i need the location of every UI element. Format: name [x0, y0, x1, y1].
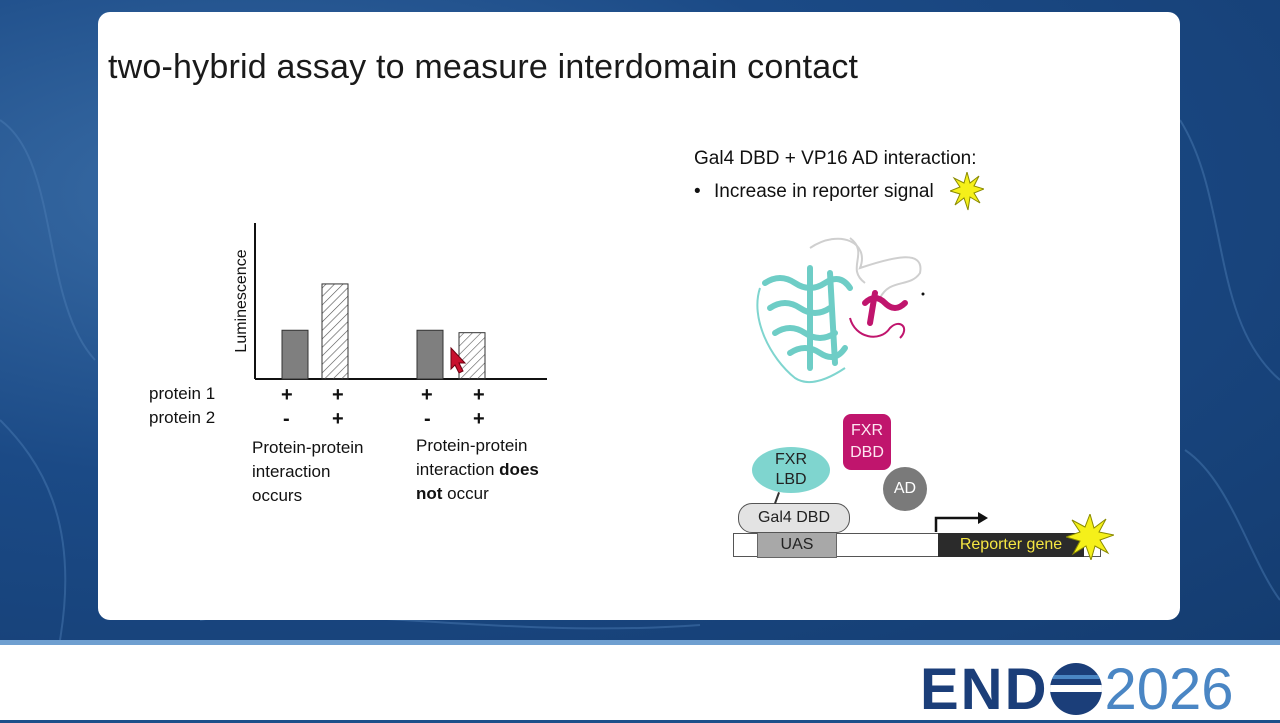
sign-col2-p2: + [332, 408, 344, 430]
starburst-icon [950, 172, 984, 211]
y-axis-label: Luminescence [233, 249, 250, 352]
ad-shape: AD [883, 467, 927, 511]
cursor-pointer-icon [450, 346, 467, 374]
bar-chart: Luminescence [233, 223, 547, 380]
bar-2 [321, 283, 349, 380]
slide-panel: two-hybrid assay to measure interdomain … [98, 12, 1180, 620]
bar-4 [458, 332, 486, 380]
reporter-starburst-icon [1066, 514, 1114, 560]
sign-col1-p1: + [281, 384, 293, 406]
bar-3 [416, 329, 444, 380]
sign-col3-p2: - [424, 408, 431, 430]
background-pattern [0, 119, 1280, 641]
bullet-reporter-signal: •Increase in reporter signal [694, 181, 934, 202]
globe-icon [1050, 663, 1103, 715]
fxr-dbd-shape: FXR DBD [843, 414, 891, 470]
footer-stripe [0, 640, 1280, 648]
transcription-arrow-icon [934, 512, 988, 532]
gal4-dbd-shape: Gal4 DBD [738, 503, 850, 533]
caption-interaction-not-occur: Protein-protein interaction does not occ… [416, 436, 539, 503]
uas-box: UAS [757, 531, 837, 558]
caption-interaction-occurs: Protein-protein interaction occurs [252, 438, 364, 505]
sign-col4-p2: + [473, 408, 485, 430]
sign-col1-p2: - [283, 408, 290, 430]
row-label-protein1: protein 1 [149, 384, 216, 403]
sign-col3-p1: + [421, 384, 433, 406]
sign-col4-p1: + [473, 384, 485, 406]
interaction-heading: Gal4 DBD + VP16 AD interaction: [694, 148, 977, 169]
row-label-protein2: protein 2 [149, 408, 216, 427]
slide-title: two-hybrid assay to measure interdomain … [108, 48, 859, 86]
reporter-gene-box: Reporter gene [938, 533, 1084, 557]
fxr-lbd-shape: FXR LBD [752, 447, 830, 493]
protein-structure-image [756, 237, 925, 384]
bar-1 [281, 329, 309, 380]
sign-col2-p1: + [332, 384, 344, 406]
